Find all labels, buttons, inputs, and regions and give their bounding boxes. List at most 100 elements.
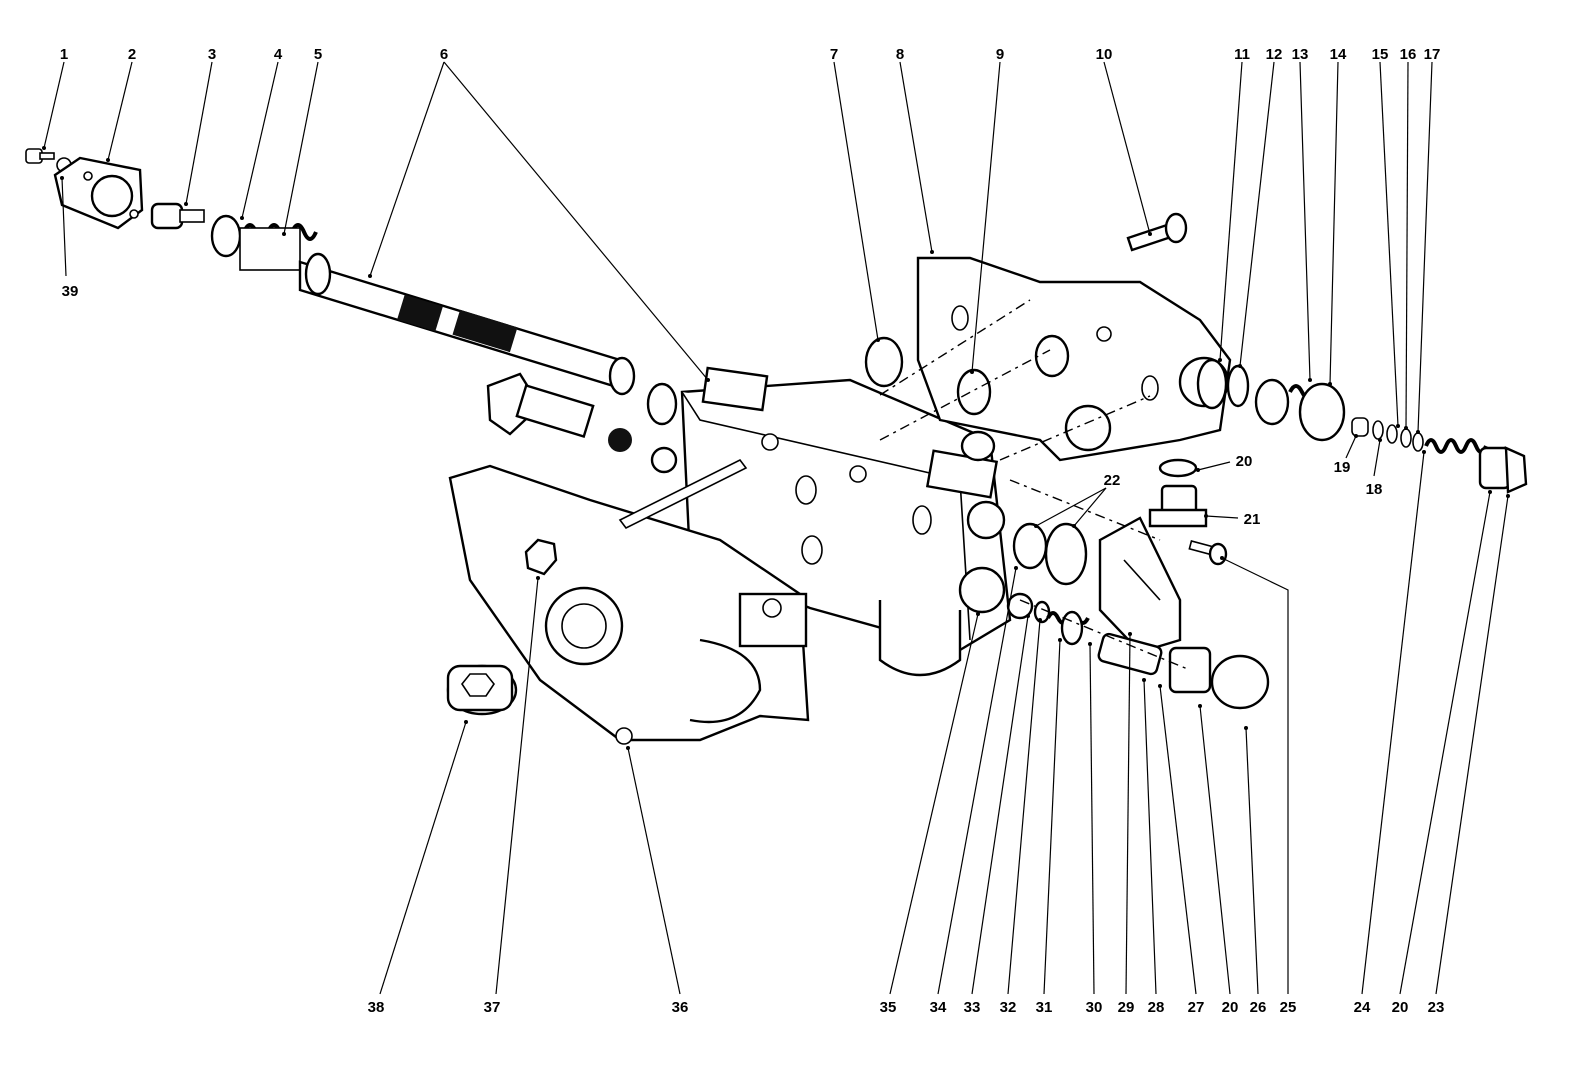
svg-text:13: 13 [1292,46,1309,63]
callout-20-bottom: 20 [1198,704,1238,1016]
svg-text:27: 27 [1188,999,1205,1016]
ring-part-12 [1226,364,1250,408]
plug-part-21 [1148,484,1208,528]
seal-part-11 [1196,358,1228,410]
spring-part-22 [1012,522,1088,586]
callout-14: 14 [1328,46,1347,386]
cap-part-23 [1478,446,1528,494]
end-housing-part-36 [448,464,810,745]
callout-2: 2 [106,46,136,162]
svg-text:8: 8 [896,46,904,63]
callout-29: 29 [1118,632,1135,1016]
svg-text:34: 34 [930,999,947,1016]
callout-20-top: 20 [1196,453,1252,472]
callout-6: 6 [368,46,710,382]
plug-part-26 [1097,632,1270,710]
svg-text:20: 20 [1222,999,1239,1016]
plug-part-38 [446,664,518,716]
axis-line [1019,599,1191,671]
callout-19: 19 [1334,434,1358,476]
svg-text:9: 9 [996,46,1004,63]
svg-text:25: 25 [1280,999,1297,1016]
front-cover-plate [1098,516,1182,654]
callout-11: 11 [1218,46,1250,362]
svg-text:17: 17 [1424,46,1441,63]
callout-35: 35 [880,612,980,1016]
callout-24: 24 [1354,450,1426,1016]
callout-3: 3 [184,46,216,206]
fitting-part-13-14 [1254,378,1346,442]
callout-26: 26 [1244,726,1266,1016]
cover-plate-part-2 [53,156,144,230]
o-ring-part-20 [1158,458,1198,478]
svg-text:19: 19 [1334,459,1351,476]
o-ring-large [1064,404,1112,452]
ball-part-34 [1006,592,1034,620]
svg-text:32: 32 [1000,999,1017,1016]
bolt-part-10 [1126,212,1188,252]
svg-text:37: 37 [484,999,501,1016]
callout-21: 21 [1204,511,1260,528]
svg-text:36: 36 [672,999,689,1016]
svg-text:2: 2 [128,46,136,63]
axis-line [879,349,1051,441]
svg-text:1: 1 [60,46,68,63]
rear-housing-part-8 [916,256,1232,462]
callout-13: 13 [1292,46,1312,382]
spool-part-6 [298,252,678,426]
svg-text:39: 39 [62,283,79,300]
ring-part-33 [1033,600,1051,624]
svg-text:6: 6 [440,46,448,63]
callout-38: 38 [368,720,468,1016]
callout-5: 5 [282,46,322,236]
svg-text:20: 20 [1392,999,1409,1016]
callout-27: 27 [1158,684,1204,1016]
bolt-part-1 [25,148,55,164]
svg-text:28: 28 [1148,999,1165,1016]
callout-23: 23 [1428,494,1510,1016]
svg-text:15: 15 [1372,46,1389,63]
o-ring-part-7 [864,336,904,388]
callout-32: 32 [1000,618,1042,1016]
svg-text:3: 3 [208,46,216,63]
callout-22: 22 [1034,472,1120,528]
callout-28: 28 [1142,678,1164,1016]
svg-text:22: 22 [1104,472,1121,489]
callout-18: 18 [1366,438,1383,498]
callout-12: 12 [1238,46,1282,368]
axis-line [1009,479,1161,541]
callout-4: 4 [240,46,283,220]
callout-20-right: 20 [1392,490,1492,1016]
callout-31: 31 [1036,638,1062,1016]
callout-9: 9 [970,46,1004,374]
o-ring-part-31 [1060,610,1084,646]
svg-text:26: 26 [1250,999,1267,1016]
svg-text:5: 5 [314,46,322,63]
svg-text:7: 7 [830,46,838,63]
callout-39: 39 [60,176,78,300]
callout-36: 36 [626,746,688,1016]
svg-text:30: 30 [1086,999,1103,1016]
check-valve-assembly [486,372,678,474]
svg-text:21: 21 [1244,511,1261,528]
svg-text:11: 11 [1234,46,1250,63]
callout-10: 10 [1096,46,1152,236]
svg-text:24: 24 [1354,999,1371,1016]
callout-15: 15 [1372,46,1400,428]
bolt-part-25 [1188,540,1228,566]
axis-line [879,299,1031,396]
svg-text:33: 33 [964,999,981,1016]
svg-text:18: 18 [1366,481,1383,498]
svg-text:31: 31 [1036,999,1053,1016]
svg-text:20: 20 [1236,453,1253,470]
callout-labels: 1 2 3 4 5 6 7 8 [42,46,1510,1016]
callout-37: 37 [484,576,540,1016]
svg-text:16: 16 [1400,46,1417,63]
callout-33: 33 [964,614,1030,1016]
plunger-part-3 [150,202,205,230]
svg-text:29: 29 [1118,999,1135,1016]
svg-text:38: 38 [368,999,385,1016]
svg-text:23: 23 [1428,999,1445,1016]
callout-17: 17 [1416,46,1440,434]
